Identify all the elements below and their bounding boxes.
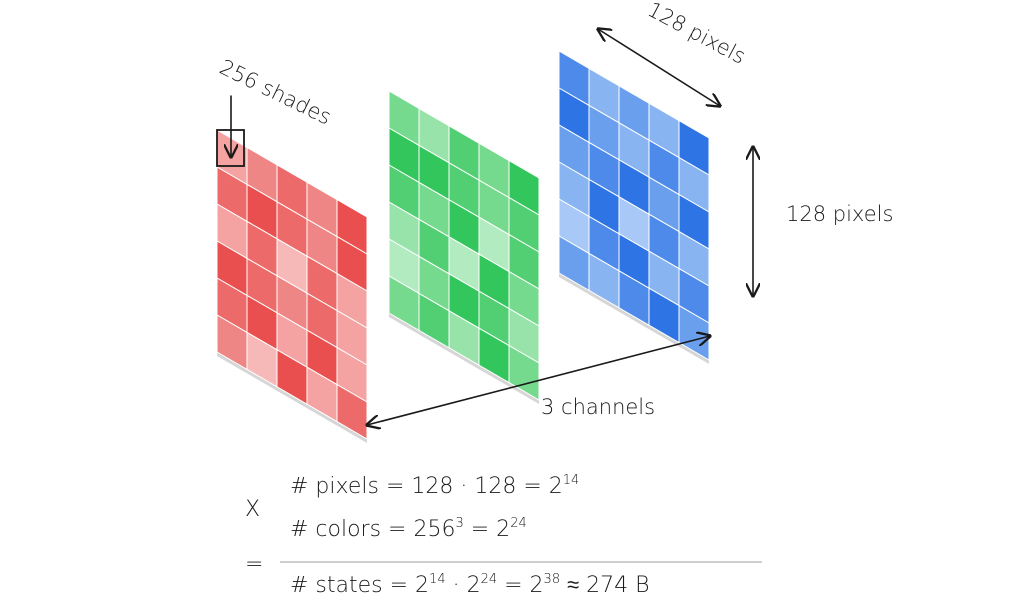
- width-label: 128 pixels: [644, 0, 750, 69]
- shades-label: 256 shades: [216, 55, 335, 130]
- equals-symbol: =: [245, 552, 263, 577]
- red-grid-shadow: [217, 352, 367, 443]
- blue-channel-grid: [558, 50, 710, 364]
- red-channel-grid: [216, 129, 368, 443]
- x-symbol: X: [245, 497, 260, 522]
- colors-equation: # colors = 2563 = 224: [290, 516, 527, 542]
- channels-label: 3 channels: [541, 395, 655, 419]
- pixels-equation: # pixels = 128 · 128 = 214: [290, 473, 579, 499]
- states-equation: # states = 214 · 224 = 238 ≈ 274 B: [290, 572, 650, 598]
- green-channel-grid: [388, 90, 540, 404]
- width-arrow: [598, 29, 720, 106]
- height-label: 128 pixels: [786, 202, 893, 226]
- channels-arrow: [367, 336, 710, 425]
- red-pixel-cell: [336, 383, 368, 440]
